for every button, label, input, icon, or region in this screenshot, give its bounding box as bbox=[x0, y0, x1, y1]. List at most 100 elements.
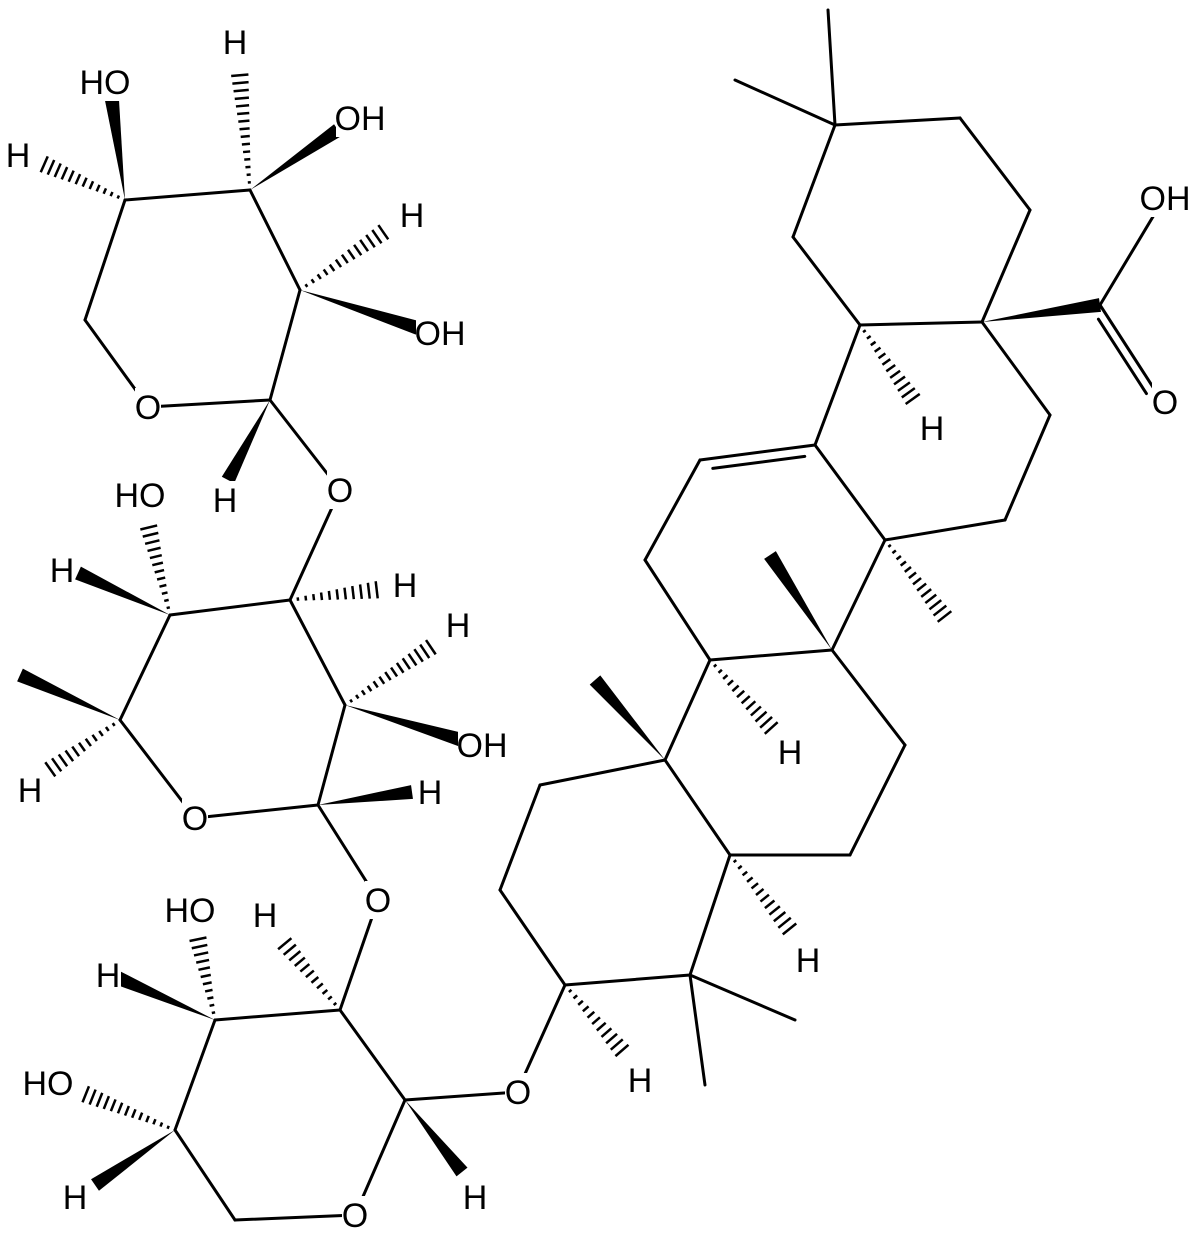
hydrogen-label: H bbox=[393, 567, 418, 605]
oh-label: OH bbox=[415, 315, 466, 353]
label-background bbox=[222, 23, 248, 61]
bonds bbox=[17, 8, 1162, 1222]
label-background bbox=[627, 1061, 653, 1099]
single-bond bbox=[353, 1098, 407, 1217]
label-background bbox=[399, 196, 425, 234]
oh-label: OH bbox=[1140, 180, 1191, 218]
double-bond-inner bbox=[711, 454, 807, 470]
glycosidic-oxygen-label: O bbox=[505, 1074, 531, 1112]
hydrogen-label: H bbox=[63, 1179, 88, 1217]
hashed-bond bbox=[728, 853, 798, 936]
single-bond bbox=[168, 598, 292, 617]
carbonyl-oxygen-label: O bbox=[1152, 384, 1178, 422]
hydrogen-label: H bbox=[18, 772, 43, 810]
hashed-bond bbox=[858, 323, 921, 405]
label-background bbox=[24, 1064, 72, 1102]
single-bond bbox=[733, 78, 837, 127]
hashed-bond bbox=[298, 224, 390, 292]
ho-label: HO bbox=[115, 477, 166, 515]
wedge-bond bbox=[300, 290, 421, 335]
single-bond bbox=[663, 658, 712, 762]
label-background bbox=[336, 99, 384, 137]
ho-label: HO bbox=[80, 64, 131, 102]
hashed-bond bbox=[343, 639, 437, 707]
wedge-bond bbox=[405, 1100, 468, 1177]
double-bond-inner bbox=[1096, 317, 1148, 396]
hydrogen-label: H bbox=[778, 734, 803, 772]
hashed-bond bbox=[39, 155, 127, 202]
ring-oxygen-label: O bbox=[182, 800, 208, 838]
label-background bbox=[919, 409, 945, 447]
hydrogen-label: H bbox=[796, 942, 821, 980]
single-bond bbox=[833, 116, 962, 127]
single-bond bbox=[813, 323, 862, 447]
single-bond bbox=[338, 1008, 407, 1102]
single-bond bbox=[1098, 203, 1162, 307]
label-background bbox=[81, 63, 129, 101]
single-bond bbox=[688, 973, 797, 1022]
single-bond bbox=[643, 558, 712, 662]
hashed-bond bbox=[708, 658, 779, 735]
double-bond bbox=[698, 443, 817, 462]
wedge-bond bbox=[764, 551, 832, 650]
hashed-bond bbox=[189, 936, 217, 1022]
single-bond bbox=[688, 973, 707, 1087]
hydrogen-label: H bbox=[628, 1062, 653, 1100]
label-background bbox=[252, 896, 278, 934]
glycosidic-oxygen-label: O bbox=[365, 882, 391, 920]
label-background bbox=[135, 388, 161, 426]
single-bond bbox=[980, 208, 1032, 324]
wedge-bond bbox=[17, 668, 120, 720]
hydrogen-label: H bbox=[96, 957, 121, 995]
single-bond bbox=[193, 803, 320, 820]
ring-oxygen-label: O bbox=[342, 1197, 368, 1235]
label-background bbox=[462, 1178, 488, 1216]
double-bond bbox=[1098, 303, 1162, 400]
single-bond bbox=[173, 1018, 217, 1132]
hashed-bond bbox=[883, 538, 953, 623]
single-bond bbox=[248, 188, 302, 292]
single-bond bbox=[663, 758, 732, 857]
single-bond bbox=[858, 320, 984, 327]
single-bond bbox=[83, 198, 127, 322]
hashed-bond bbox=[277, 937, 342, 1012]
label-background bbox=[49, 551, 75, 589]
label-background bbox=[505, 1073, 531, 1111]
label-background bbox=[777, 733, 803, 771]
single-bond bbox=[146, 398, 272, 409]
label-background bbox=[327, 471, 353, 509]
ho-label: HO bbox=[165, 892, 216, 930]
wedge-bond bbox=[250, 124, 342, 190]
single-bond bbox=[830, 648, 907, 747]
label-background bbox=[1152, 383, 1178, 421]
single-bond bbox=[688, 853, 732, 977]
hydrogen-label: H bbox=[446, 607, 471, 645]
hydrogen-label: H bbox=[418, 774, 443, 812]
wedge-bond bbox=[589, 675, 665, 760]
oh-label: OH bbox=[457, 727, 508, 765]
label-background bbox=[1141, 179, 1189, 217]
single-bond bbox=[848, 743, 907, 857]
single-bond bbox=[980, 320, 1052, 417]
hashed-bond bbox=[563, 983, 630, 1058]
label-background bbox=[365, 881, 391, 919]
oh-label: OH bbox=[335, 100, 386, 138]
hydrogen-label: H bbox=[463, 1179, 488, 1217]
label-background bbox=[392, 566, 418, 604]
label-background bbox=[212, 481, 238, 519]
single-bond bbox=[288, 598, 347, 707]
hashed-bond bbox=[288, 581, 379, 602]
single-bond bbox=[883, 518, 1007, 542]
wedge-bond bbox=[221, 400, 270, 484]
single-bond bbox=[791, 123, 837, 239]
single-bond bbox=[123, 188, 252, 202]
hydrogen-label: H bbox=[400, 197, 425, 235]
wedge-bond bbox=[75, 566, 170, 615]
single-bond bbox=[213, 1008, 342, 1022]
hashed-bond bbox=[231, 73, 252, 192]
label-background bbox=[417, 773, 443, 811]
hashed-bond bbox=[44, 718, 122, 778]
hydrogen-label: H bbox=[6, 137, 31, 175]
